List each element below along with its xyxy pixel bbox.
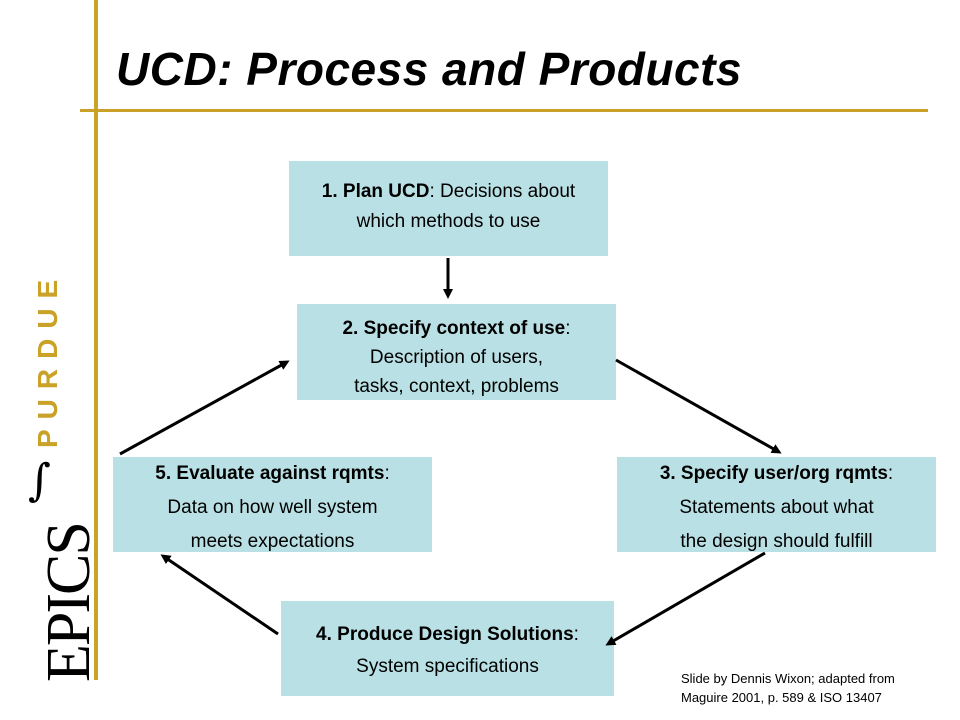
- step-box-context: 2. Specify context of use: Description o…: [297, 304, 616, 400]
- step-text: :: [887, 463, 894, 484]
- step-line: Statements about what: [679, 497, 874, 518]
- credit-line: Maguire 2001, p. 589 & ISO 13407: [681, 690, 882, 705]
- step-text: : Decisions about: [429, 181, 576, 202]
- arrow-context-to-requirements: [615, 358, 782, 454]
- slide-credit: Slide by Dennis Wixon; adapted from Magu…: [681, 669, 895, 707]
- arrow-evaluate-to-context: [119, 360, 290, 456]
- step-text: :: [565, 318, 571, 339]
- title-underline: [80, 109, 928, 112]
- step-line: 2. Specify context of use:: [297, 314, 616, 343]
- step-line: the design should fulfill: [680, 531, 873, 552]
- vertical-rule: [94, 0, 98, 680]
- step-line: 5. Evaluate against rqmts:: [113, 457, 432, 491]
- step-line: 4. Produce Design Solutions:: [281, 619, 614, 651]
- purdue-logo: PURDUE: [32, 269, 63, 448]
- step-heading: 5. Evaluate against rqmts: [155, 463, 385, 484]
- step-box-plan: 1. Plan UCD: Decisions about which metho…: [289, 161, 608, 256]
- slide-title: UCD: Process and Products: [116, 43, 742, 95]
- step-line: tasks, context, problems: [354, 376, 559, 397]
- step-line: System specifications: [356, 656, 539, 677]
- step-line: which methods to use: [356, 211, 541, 232]
- step-heading: 3. Specify user/org rqmts: [659, 463, 888, 484]
- step-heading: 4. Produce Design Solutions: [316, 624, 574, 645]
- arrow-design-to-evaluate: [160, 554, 279, 636]
- epics-logo: EPICS: [35, 523, 103, 682]
- step-box-evaluate: 5. Evaluate against rqmts: Data on how w…: [113, 457, 432, 552]
- step-box-requirements: 3. Specify user/org rqmts: Statements ab…: [617, 457, 936, 552]
- integral-logo-mark: ∫: [28, 455, 51, 506]
- step-line: meets expectations: [190, 531, 355, 552]
- arrow-requirements-to-design: [605, 551, 766, 646]
- step-text: :: [384, 463, 390, 484]
- step-heading: 2. Specify context of use: [342, 318, 566, 339]
- step-line: 1. Plan UCD: Decisions about: [289, 177, 608, 207]
- step-heading: 1. Plan UCD: [321, 181, 430, 202]
- step-line: Data on how well system: [167, 497, 378, 518]
- credit-line: Slide by Dennis Wixon; adapted from: [681, 671, 895, 686]
- step-box-design: 4. Produce Design Solutions: System spec…: [281, 601, 614, 696]
- step-text: :: [573, 624, 579, 645]
- step-line: Description of users,: [369, 347, 544, 368]
- step-line: 3. Specify user/org rqmts:: [617, 457, 936, 491]
